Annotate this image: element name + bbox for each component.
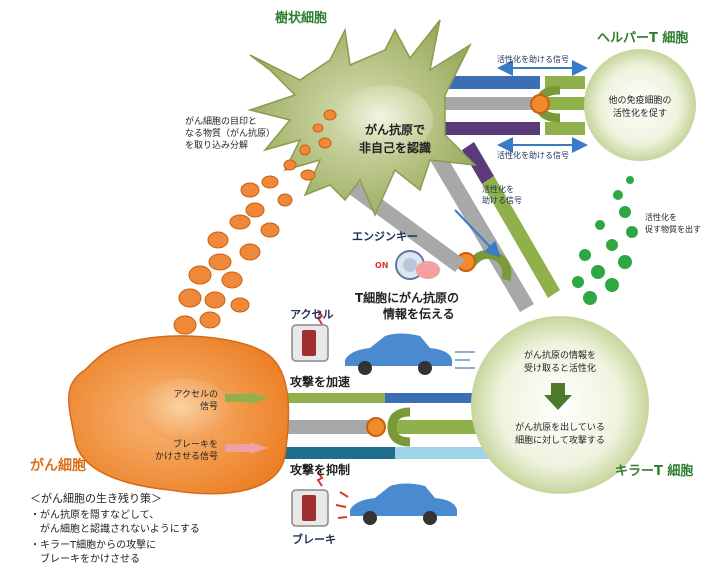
antigen-uptake-line2: なる物質（がん抗原） — [185, 127, 275, 139]
accel-signal-line2: 信号 — [200, 400, 218, 412]
signal-top-label: 活性化を助ける信号 — [497, 54, 569, 64]
helper-inside-line2: 活性化を促す — [613, 107, 667, 119]
engine-key-icon: ON — [375, 250, 440, 280]
accel-signal-arrow-icon — [250, 392, 268, 404]
antigen-uptake-line3: を取り込み分解 — [185, 139, 248, 151]
dendritic-cell-title: 樹状細胞 — [275, 10, 327, 26]
killer-bottom-line2: 細胞に対して攻撃する — [515, 434, 605, 446]
helper-t-cell — [584, 49, 696, 161]
killer-down-arrow-icon — [544, 395, 572, 410]
right-dots-line2: 促す物質を出す — [645, 224, 701, 234]
brake-signal-line1: ブレーキを — [173, 438, 218, 450]
cancer-killer-bars — [285, 393, 490, 459]
accel-signal-line1: アクセルの — [173, 389, 218, 400]
signal-side-line2: 助ける信号 — [482, 195, 522, 205]
dendritic-center-line1: がん抗原で — [365, 122, 425, 137]
dendritic-helper-bars — [440, 76, 585, 135]
right-dots-line1: 活性化を — [645, 212, 677, 222]
arrow-diagonal-icon — [454, 209, 501, 258]
helper-t-title: ヘルパーT 細胞 — [597, 30, 688, 46]
car-speeding-icon — [345, 333, 475, 375]
brake-signal-arrow-icon — [250, 442, 268, 454]
antigen-fragments — [173, 109, 337, 335]
killer-arrow-stem — [551, 383, 565, 395]
cancer-nucleus — [140, 378, 230, 442]
attack-suppress-label: 攻撃を抑制 — [290, 462, 350, 477]
accel-label: アクセル — [290, 308, 333, 321]
dendritic-center-line2: 非自己を認識 — [359, 140, 431, 155]
tcell-transfer-line1: T細胞にがん抗原の — [355, 290, 459, 305]
signal-bottom-label: 活性化を助ける信号 — [497, 150, 569, 160]
activation-substance-dots — [572, 176, 638, 305]
ignition-on-text: ON — [375, 261, 389, 270]
cancer-cell-title: がん細胞 — [30, 457, 86, 474]
attack-speedup-label: 攻撃を加速 — [290, 374, 350, 389]
engine-key-label: エンジンキー — [352, 230, 418, 243]
tcell-transfer-line2: 情報を伝える — [383, 306, 455, 321]
accelerator-pedal-icon — [291, 309, 329, 362]
killer-top-line1: がん抗原の情報を — [524, 349, 596, 361]
strategy-item-1: ・がん抗原を隠すなどして、 — [30, 508, 159, 521]
strategy-item-3: ・キラーT細胞からの攻撃に — [30, 538, 156, 551]
brake-pedal-icon — [291, 471, 329, 527]
killer-bottom-line1: がん抗原を出している — [515, 421, 605, 433]
brake-label: ブレーキ — [292, 532, 336, 546]
brake-signal-line2: かけさせる信号 — [155, 450, 218, 462]
signal-side-line1: 活性化を — [482, 184, 514, 194]
dendritic-cell — [247, 19, 478, 217]
car-braking-icon — [335, 483, 457, 525]
signal-arrows — [454, 60, 588, 258]
strategy-item-2: がん細胞と認識されないようにする — [30, 522, 200, 535]
strategy-item-4: ブレーキをかけさせる — [30, 552, 140, 565]
cancer-cell — [68, 335, 290, 495]
strategy-title: ＜がん細胞の生き残り策＞ — [30, 491, 162, 505]
killer-top-line2: 受け取ると活性化 — [524, 362, 596, 374]
antigen-uptake-line1: がん細胞の目印と — [185, 115, 257, 127]
helper-inside-line1: 他の免疫細胞の — [608, 94, 671, 106]
dendritic-nucleus — [337, 85, 433, 155]
killer-t-title: キラーT 細胞 — [615, 463, 693, 479]
